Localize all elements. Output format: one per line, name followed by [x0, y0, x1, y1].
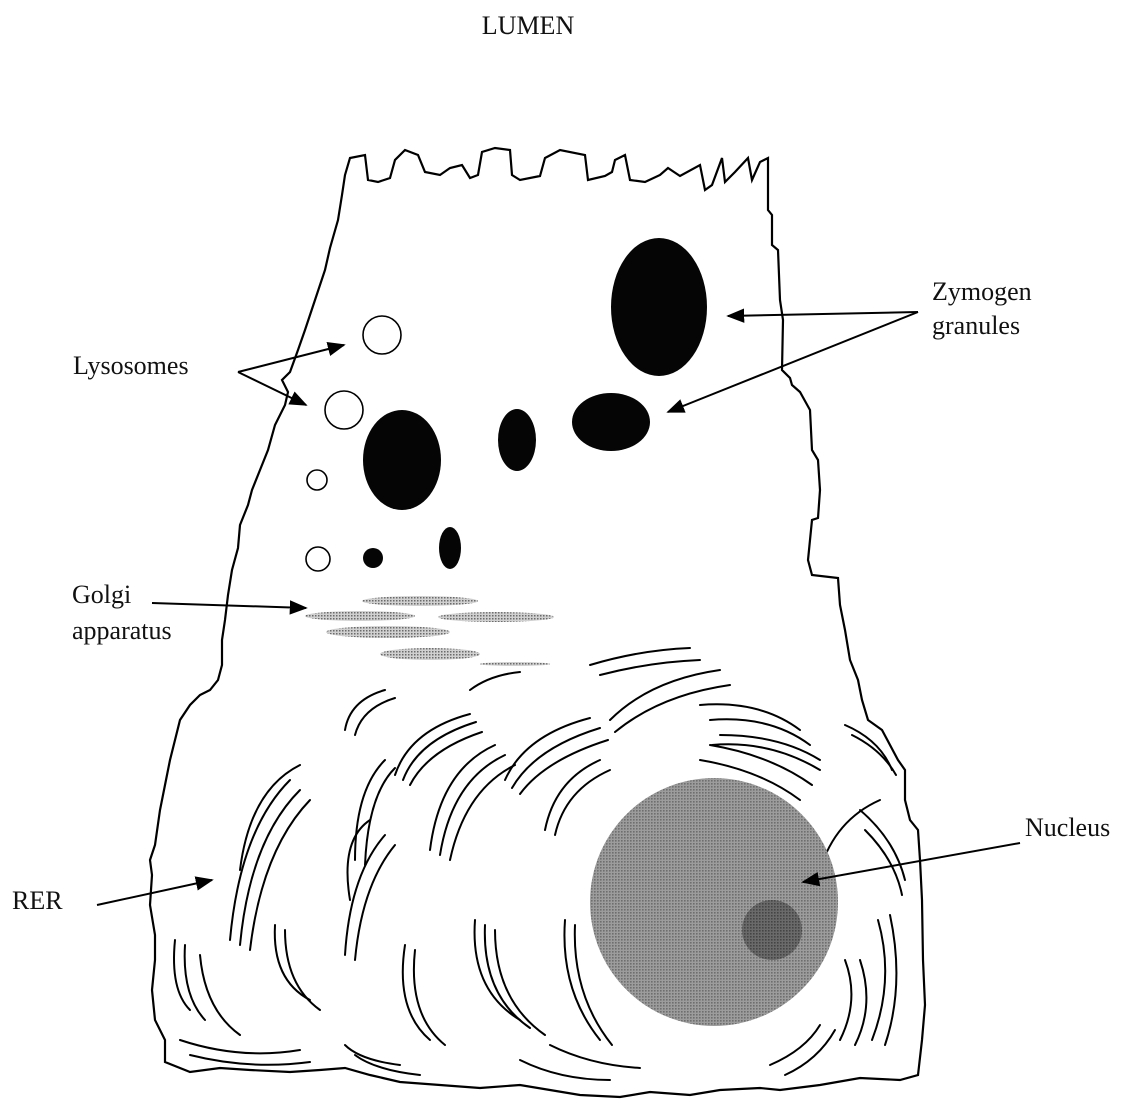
lysosome: [307, 470, 327, 490]
zymogen-granule: [572, 393, 650, 451]
nucleolus: [742, 900, 802, 960]
label-rer: RER: [12, 886, 63, 915]
nucleus: [590, 778, 838, 1026]
zymogen-granule: [363, 548, 383, 568]
label-zymogen-line1: Zymogen: [932, 277, 1032, 306]
zymogen-granule: [363, 410, 441, 510]
label-golgi-line2: apparatus: [72, 616, 172, 645]
zymogen-granule: [611, 238, 707, 376]
zymogen-granule: [498, 409, 536, 471]
zymogen-granule: [439, 527, 461, 569]
label-golgi-line1: Golgi: [72, 580, 131, 609]
lysosome: [306, 547, 330, 571]
lysosome: [325, 391, 363, 429]
label-lumen: LUMEN: [482, 11, 575, 40]
lysosome: [363, 316, 401, 354]
label-nucleus: Nucleus: [1025, 813, 1110, 842]
label-lysosomes: Lysosomes: [73, 351, 189, 380]
label-zymogen-line2: granules: [932, 311, 1020, 340]
